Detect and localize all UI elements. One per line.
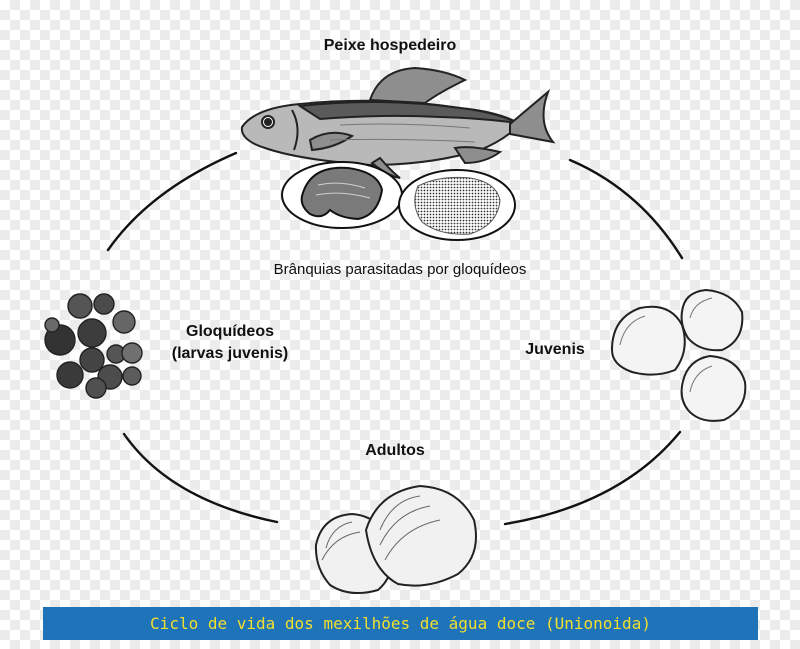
glochidia-title: Gloquídeos <box>186 323 274 340</box>
host-fish-icon <box>240 66 556 179</box>
caption-bar: Ciclo de vida dos mexilhões de água doce… <box>43 607 758 640</box>
glochidia-label: Gloquídeos (larvas juvenis) <box>150 321 310 365</box>
gill-closeups <box>281 161 516 241</box>
glochidia-dots-icon <box>414 176 501 235</box>
glochidia-cluster-icon <box>44 293 143 399</box>
parasitized-gills-label: Brânquias parasitadas por gloquídeos <box>273 261 527 278</box>
caption-text: Ciclo de vida dos mexilhões de água doce… <box>150 614 651 633</box>
arc-host-to-juveniles <box>568 158 684 260</box>
juvenile-mussels-icon <box>610 288 747 422</box>
juveniles-label: Juvenis <box>525 341 585 358</box>
host-fish-label: Peixe hospedeiro <box>323 37 457 54</box>
arc-adults-to-glochidia <box>122 432 279 524</box>
adults-label: Adultos <box>365 442 425 459</box>
arc-juveniles-to-adults <box>503 430 682 526</box>
glochidia-subtitle: (larvas juvenis) <box>171 345 289 362</box>
adult-mussels-icon <box>314 484 477 595</box>
arc-glochidia-to-host <box>106 151 238 252</box>
cycle-arcs <box>106 151 684 526</box>
